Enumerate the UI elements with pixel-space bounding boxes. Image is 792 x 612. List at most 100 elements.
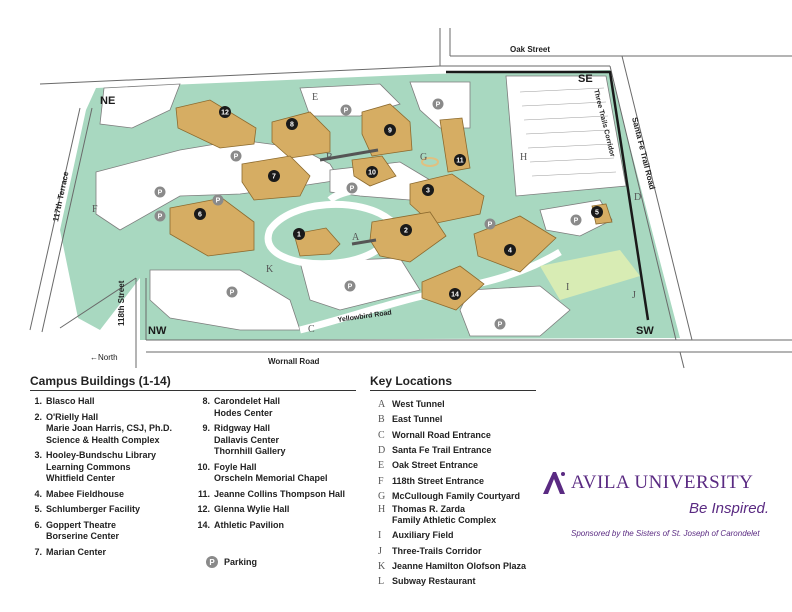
three-trails-corridor-line xyxy=(446,70,650,321)
building-legend-name: Ridgway Hall Dallavis Center Thornhill G… xyxy=(214,423,286,456)
buildings-legend: Campus Buildings (1-14) xyxy=(30,374,356,391)
tagline: Be Inspired. xyxy=(689,500,770,517)
building-legend-number: 9. xyxy=(202,423,210,433)
building-marker-11[interactable] xyxy=(454,154,466,166)
buildings-legend-title: Campus Buildings (1-14) xyxy=(30,374,356,391)
building-legend-item: 2.O'Rielly Hall Marie Joan Harris, CSJ, … xyxy=(28,412,204,447)
key-location-letter: L xyxy=(378,576,385,588)
parking-marker-8[interactable] xyxy=(484,218,496,230)
building-marker-2[interactable] xyxy=(400,224,412,236)
building-legend-item: 6.Goppert Theatre Borserine Center xyxy=(28,520,204,543)
key-location-letter: E xyxy=(378,460,385,472)
parking-marker-2[interactable] xyxy=(432,98,444,110)
campus-map[interactable]: Oak Street Santa Fe Trail Road Three Tra… xyxy=(0,0,792,370)
building-marker-10[interactable] xyxy=(366,166,378,178)
location-marker-k[interactable]: K xyxy=(266,264,274,275)
athletic-complex-field xyxy=(505,75,627,197)
parking-marker-label: P xyxy=(230,290,235,297)
building-legend-item: 14.Athletic Pavilion xyxy=(196,520,366,532)
building-legend-name: Carondelet Hall Hodes Center xyxy=(214,396,281,418)
building-legend-name: Glenna Wylie Hall xyxy=(214,504,290,514)
parking-marker-label: P xyxy=(216,198,221,205)
building-marker-label-2: 2 xyxy=(404,228,408,235)
location-marker-i[interactable]: I xyxy=(566,282,569,293)
key-location-letter: J xyxy=(378,545,382,557)
building-marker-label-1: 1 xyxy=(297,232,301,239)
key-locations-legend: Key Locations xyxy=(370,374,536,391)
parking-marker-12[interactable] xyxy=(494,318,506,330)
parking-marker-4[interactable] xyxy=(154,186,166,198)
building-marker-4[interactable] xyxy=(504,244,516,256)
building-marker-8[interactable] xyxy=(286,118,298,130)
building-legend-number: 1. xyxy=(34,396,42,406)
building-marker-14[interactable] xyxy=(449,288,461,300)
compass-se: SE xyxy=(578,73,593,85)
sponsor-line: Sponsored by the Sisters of St. Joseph o… xyxy=(571,529,760,538)
parking-marker-7[interactable] xyxy=(346,182,358,194)
parking-marker-label: P xyxy=(436,102,441,109)
tunnels xyxy=(319,148,379,246)
parking-marker-10[interactable] xyxy=(226,286,238,298)
location-marker-a[interactable]: A xyxy=(352,232,360,243)
building-marker-5[interactable] xyxy=(591,206,603,218)
location-marker-e[interactable]: E xyxy=(312,92,318,103)
key-location-name: McCullough Family Courtyard xyxy=(392,490,521,501)
parking-legend: P Parking xyxy=(206,556,257,568)
building-legend-item: 3.Hooley-Bundschu Library Learning Commo… xyxy=(28,450,204,485)
location-marker-h[interactable]: H xyxy=(520,152,527,163)
building-legend-number: 2. xyxy=(34,411,42,422)
building-legend-number: 5. xyxy=(34,504,42,514)
parking-marker-11[interactable] xyxy=(344,280,356,292)
building-marker-1[interactable] xyxy=(293,228,305,240)
buildings-list-left: 1. Blasco Hall 2.O'Rielly Hall Marie Joan … xyxy=(28,396,204,562)
location-marker-c[interactable]: C xyxy=(308,324,315,335)
oak-street-label: Oak Street xyxy=(510,45,550,54)
parking-legend-label: Parking xyxy=(224,557,258,567)
compass-ne: NE xyxy=(100,95,115,107)
parking-marker-1[interactable] xyxy=(340,104,352,116)
building-marker-3[interactable] xyxy=(422,184,434,196)
building-4 xyxy=(473,215,557,273)
building-legend-name: Schlumberger Facility xyxy=(46,504,141,514)
key-location-letter: C xyxy=(378,429,385,441)
location-marker-d[interactable]: D xyxy=(634,192,641,203)
key-location-name: Jeanne Hamilton Olofson Plaza xyxy=(392,560,527,571)
key-location-name: West Tunnel xyxy=(392,399,445,410)
location-marker-g[interactable]: G xyxy=(420,152,427,163)
auxiliary-field xyxy=(540,250,640,300)
key-location-name: East Tunnel xyxy=(392,414,443,425)
key-location-name: Wornall Road Entrance xyxy=(392,429,491,440)
parking-marker-6[interactable] xyxy=(154,210,166,222)
building-legend-name: Foyle Hall Orscheln Memorial Chapel xyxy=(214,461,328,484)
location-marker-f[interactable]: F xyxy=(92,204,98,215)
key-location-name: Oak Street Entrance xyxy=(392,460,479,471)
key-location-name: Auxiliary Field xyxy=(392,530,454,541)
building-marker-12[interactable] xyxy=(219,106,231,118)
parking-marker-9[interactable] xyxy=(570,214,582,226)
building-marker-6[interactable] xyxy=(194,208,206,220)
building-marker-7[interactable] xyxy=(268,170,280,182)
building-legend-name: Blasco Hall xyxy=(46,396,95,406)
location-marker-j[interactable]: J xyxy=(632,290,636,301)
avila-logo: AVILA UNIVERSITY Be Inspired. Sponsored … xyxy=(541,470,791,538)
parking-marker-label: P xyxy=(348,284,353,291)
building-marker-9[interactable] xyxy=(384,124,396,136)
parking-marker-3[interactable] xyxy=(230,150,242,162)
building-marker-label-5: 5 xyxy=(595,210,599,217)
key-locations-title: Key Locations xyxy=(370,374,536,391)
building-legend-name: Athletic Pavilion xyxy=(214,519,285,530)
parking-marker-5[interactable] xyxy=(212,194,224,206)
parking-marker-label: P xyxy=(158,214,163,221)
building-legend-item: 7.Marian Center xyxy=(28,547,204,559)
location-marker-b[interactable]: B xyxy=(326,152,333,163)
